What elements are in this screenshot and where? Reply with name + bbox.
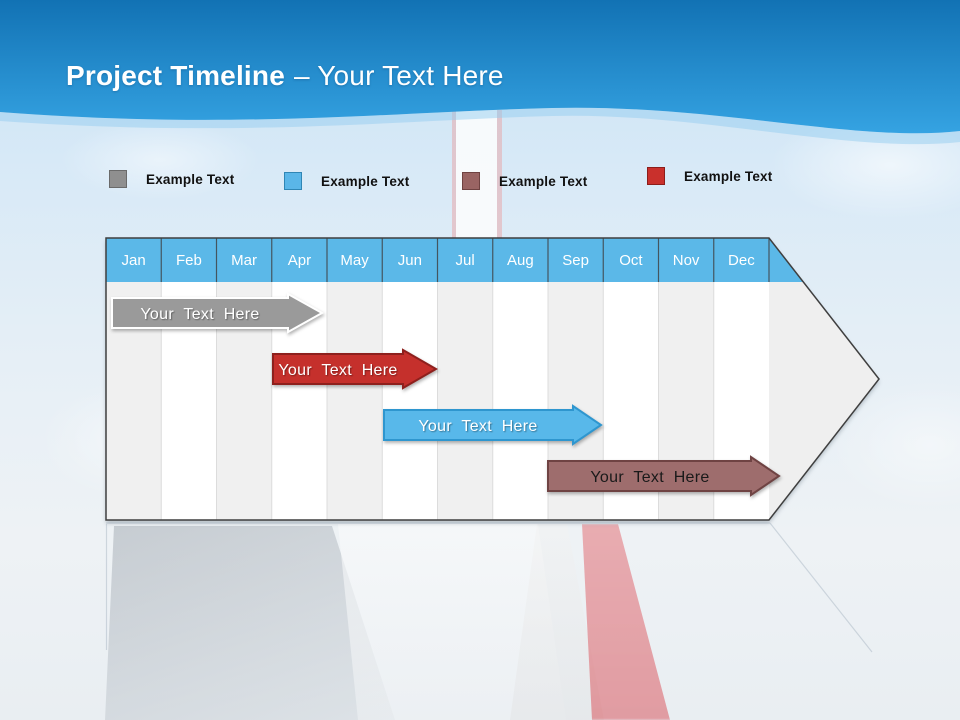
gantt-bar-1: Your Text Here [111,292,325,334]
legend-item: Example Text [284,172,409,190]
table-reflection [105,522,873,653]
month-label: Oct [619,252,643,269]
month-label: Dec [728,252,755,269]
legend-swatch-red [647,167,665,185]
legend-swatch-blue [284,172,302,190]
bar-label: Your Text Here [590,469,709,486]
month-label: Jun [398,252,422,269]
page-title: Project Timeline – Your Text Here [66,60,504,92]
legend-item: Example Text [647,167,772,185]
month-label: Jan [122,252,146,269]
header-wave-fringe [0,107,960,145]
month-header-band [106,238,826,282]
legend-item: Example Text [462,172,587,190]
timeline-outline [105,237,880,521]
title-suffix: – Your Text Here [293,60,504,91]
arrow-head [769,238,879,520]
gantt-bar-3: Your Text Here [383,404,603,446]
month-labels: Jan Feb Mar Apr May Jun Jul Aug Sep Oct … [122,252,756,269]
legend-swatch-gray [109,170,127,188]
legend-label: Example Text [146,171,235,187]
month-label: Jul [456,252,475,269]
legend-label: Example Text [499,173,588,189]
gantt-bar-4: Your Text Here [547,455,781,497]
month-label: May [340,252,369,269]
title-main: Project Timeline [66,60,285,91]
legend-swatch-brown [462,172,480,190]
gantt-bar-2: Your Text Here [272,348,439,390]
month-label: Feb [176,252,202,269]
month-label: Aug [507,252,534,269]
bar-label: Your Text Here [278,362,397,379]
month-label: Nov [673,252,700,269]
bar-label: Your Text Here [140,306,259,323]
bar-label: Your Text Here [418,418,537,435]
header-wave [0,0,960,145]
header-wave-main [0,0,960,134]
legend-label: Example Text [321,173,410,189]
legend-item: Example Text [109,170,234,188]
legend-label: Example Text [684,168,773,184]
month-label: Sep [562,252,589,269]
cloud [60,120,260,200]
month-label: Apr [288,252,311,269]
month-label: Mar [231,252,257,269]
month-separators [160,238,770,282]
